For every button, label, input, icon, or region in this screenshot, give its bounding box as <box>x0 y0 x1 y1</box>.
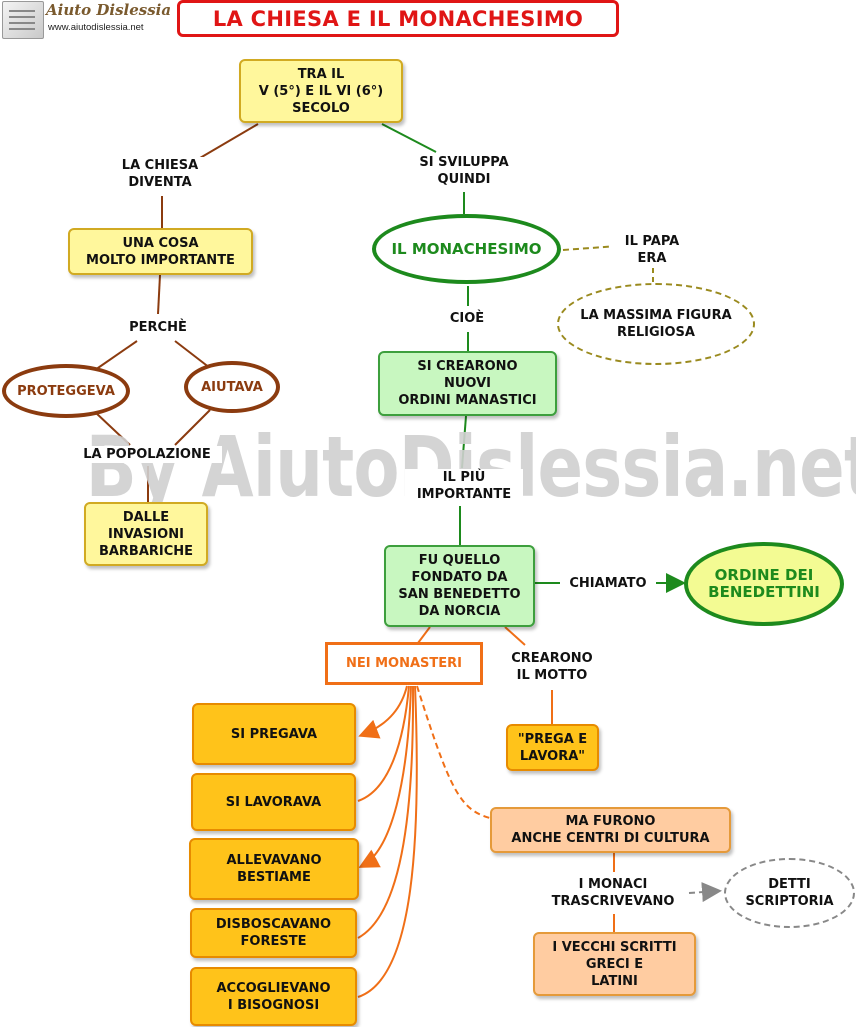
node-prayed: SI PREGAVA <box>192 703 356 765</box>
node-welcomed: ACCOGLIEVANO I BISOGNOSI <box>190 967 357 1026</box>
link-church-becomes: LA CHIESA DIVENTA <box>108 157 212 191</box>
link-most-important: IL PIÙ IMPORTANTE <box>405 469 523 503</box>
link-that-is: CIOÈ <box>440 310 494 327</box>
node-monasticism: IL MONACHESIMO <box>372 214 561 284</box>
link-population: LA POPOLAZIONE <box>72 446 222 463</box>
node-monasteries: NEI MONASTERI <box>325 642 483 685</box>
page-title: LA CHIESA E IL MONACHESIMO <box>177 0 619 37</box>
logo-url: www.aiutodislessia.net <box>48 22 144 33</box>
link-develops: SI SVILUPPA QUINDI <box>408 154 520 188</box>
node-livestock: ALLEVAVANO BESTIAME <box>189 838 359 900</box>
node-invasions: DALLE INVASIONI BARBARICHE <box>84 502 208 566</box>
logo-name: Aiuto Dislessia <box>46 1 172 19</box>
node-important-thing: UNA COSA MOLTO IMPORTANTE <box>68 228 253 275</box>
node-benedict: FU QUELLO FONDATO DA SAN BENEDETTO DA NO… <box>384 545 535 627</box>
node-protected: PROTEGGEVA <box>2 364 130 418</box>
book-icon <box>2 1 44 39</box>
link-because: PERCHÈ <box>118 319 198 336</box>
node-helped: AIUTAVA <box>184 361 280 413</box>
link-called: CHIAMATO <box>560 575 656 592</box>
node-benedictines: ORDINE DEI BENEDETTINI <box>684 542 844 626</box>
node-deforested: DISBOSCAVANO FORESTE <box>190 908 357 958</box>
node-culture-centers: MA FURONO ANCHE CENTRI DI CULTURA <box>490 807 731 853</box>
link-pope-was: IL PAPA ERA <box>612 233 692 267</box>
site-logo[interactable]: Aiuto Dislessia www.aiutodislessia.net <box>2 1 171 39</box>
link-monks-copied: I MONACI TRASCRIVEVANO <box>538 876 688 910</box>
node-old-writings: I VECCHI SCRITTI GRECI E LATINI <box>533 932 696 996</box>
node-motto: "PREGA E LAVORA" <box>506 724 599 771</box>
node-highest-figure: LA MASSIMA FIGURA RELIGIOSA <box>557 283 755 365</box>
node-scriptoria: DETTI SCRIPTORIA <box>724 858 855 928</box>
node-new-orders: SI CREARONO NUOVI ORDINI MANASTICI <box>378 351 557 416</box>
node-worked: SI LAVORAVA <box>191 773 356 831</box>
node-period: TRA IL V (5°) E IL VI (6°) SECOLO <box>239 59 403 123</box>
link-created-motto: CREARONO IL MOTTO <box>496 650 608 684</box>
